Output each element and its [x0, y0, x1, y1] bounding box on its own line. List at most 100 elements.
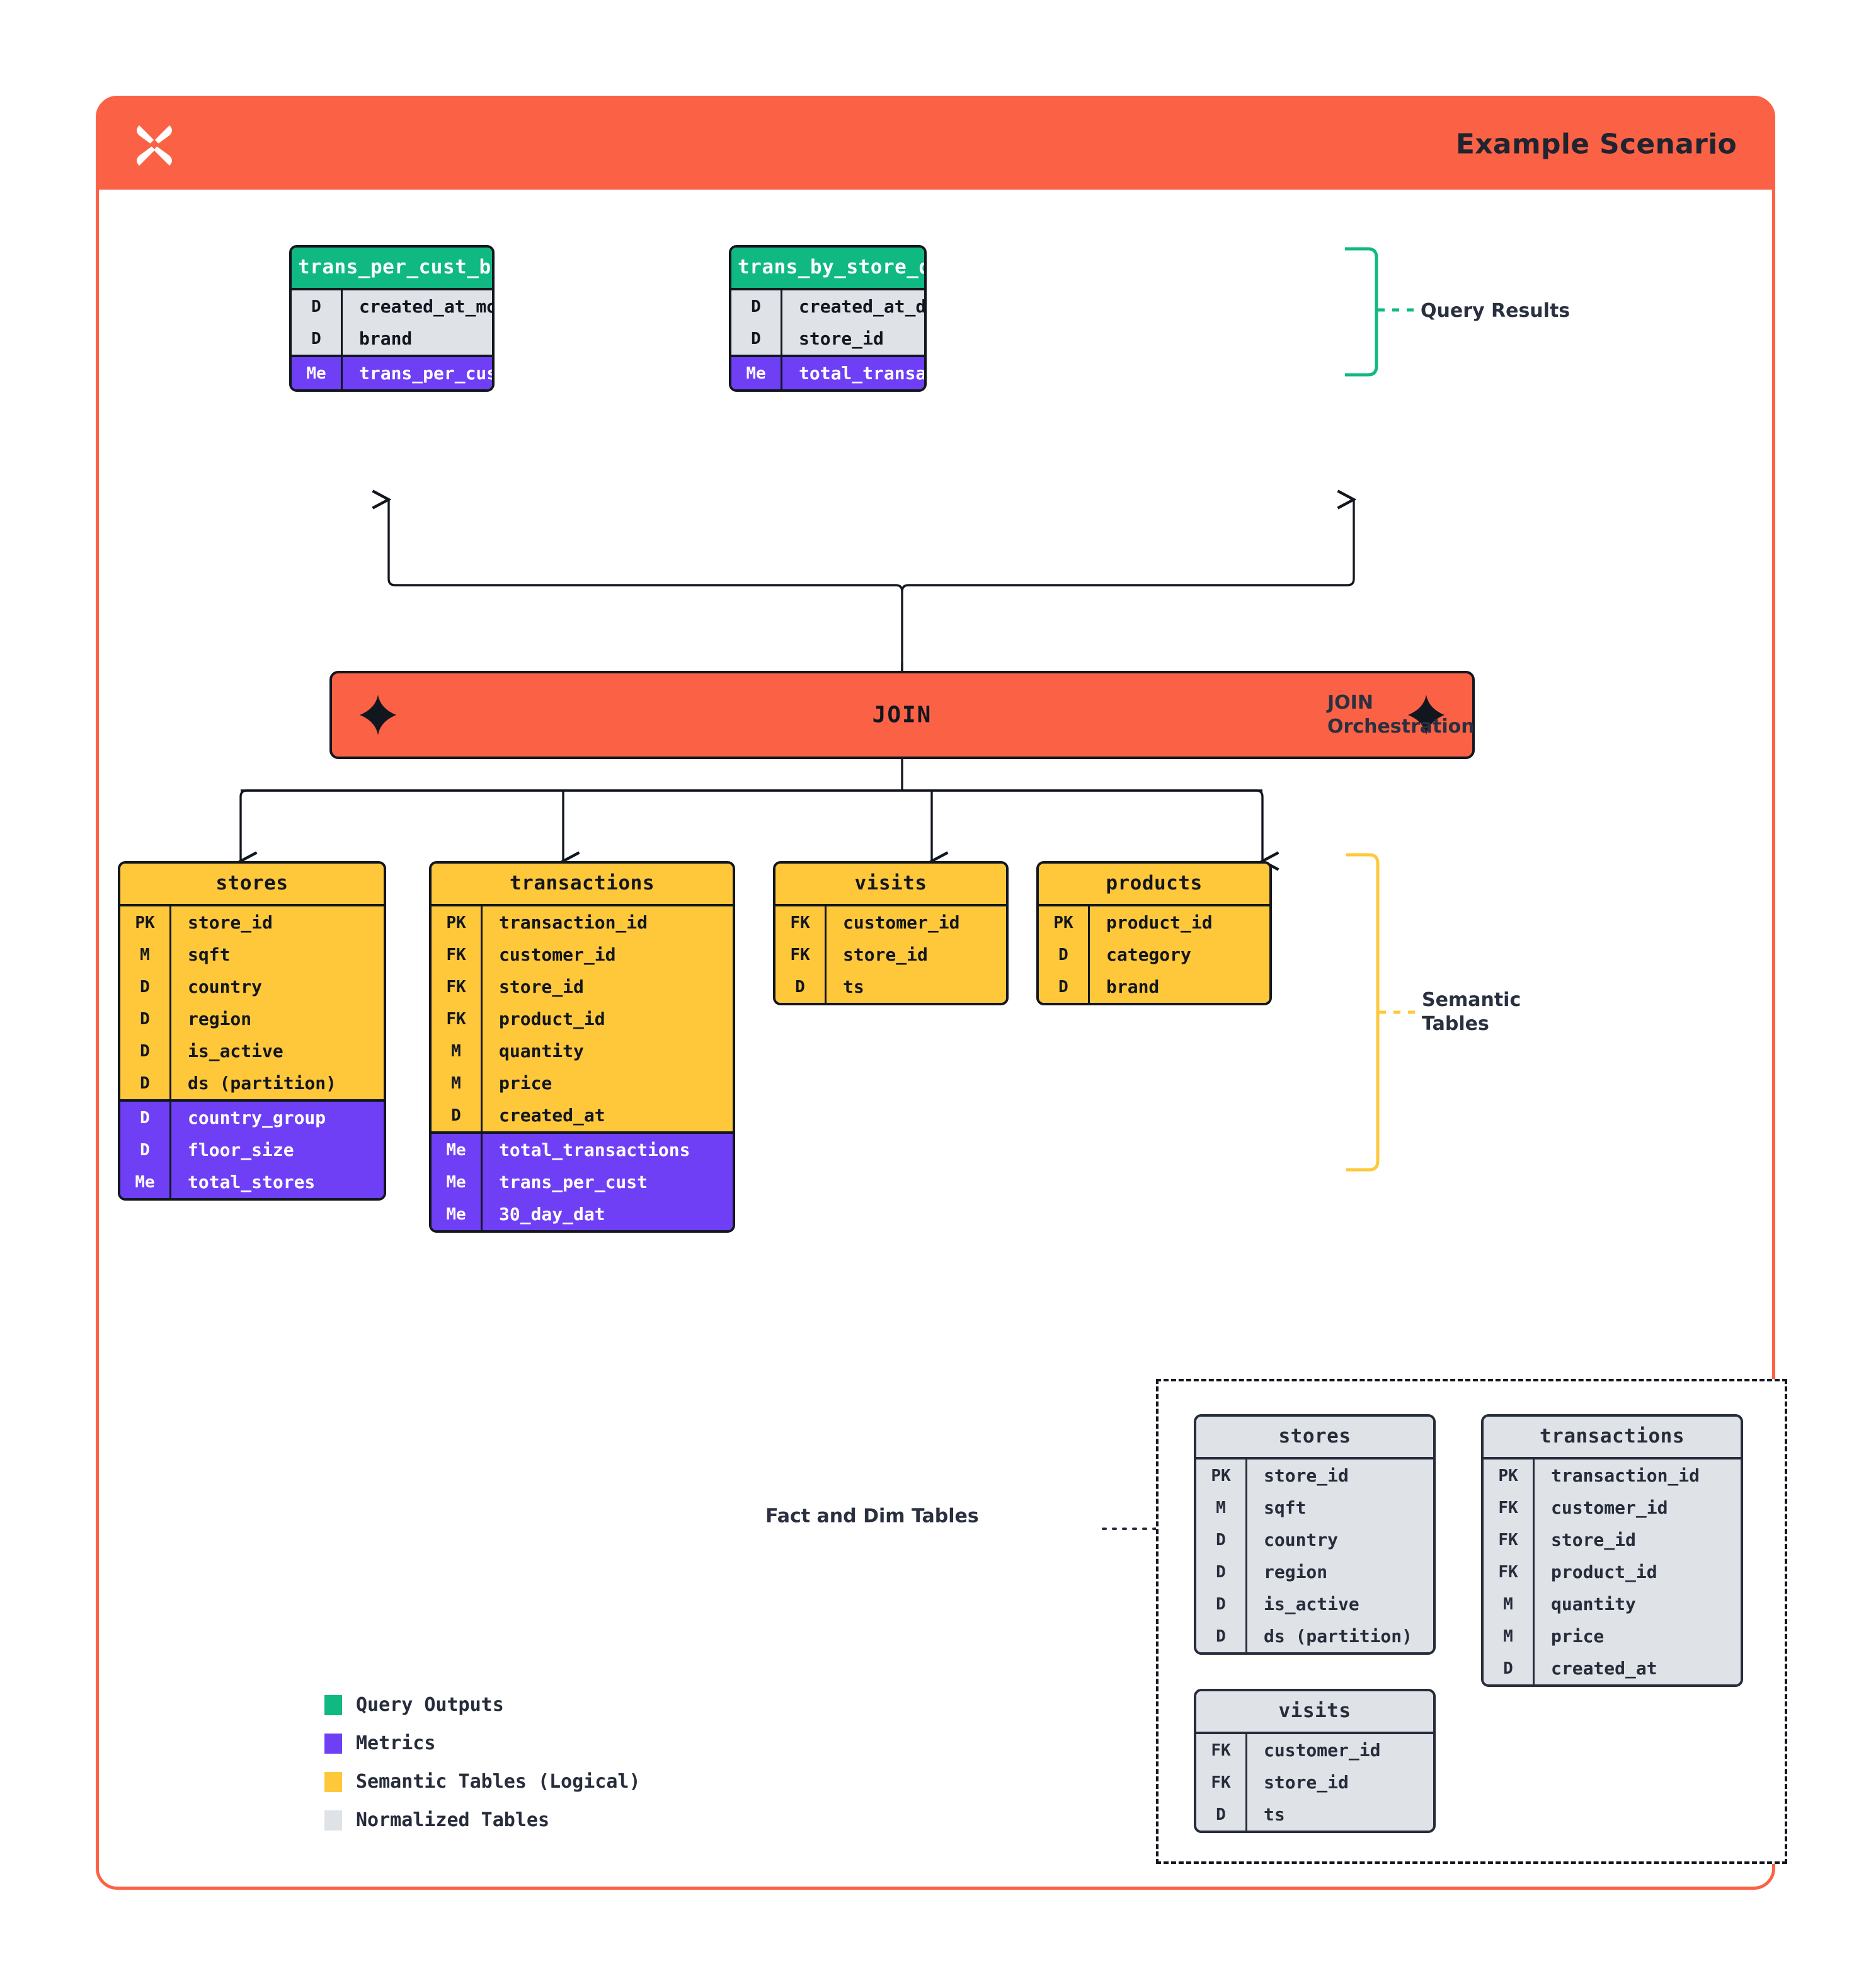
column-name: region [1245, 1556, 1433, 1588]
legend-swatch-semantic-tables [324, 1771, 342, 1792]
column-name: price [1533, 1620, 1741, 1652]
legend-swatch-normalized-tables [324, 1810, 342, 1831]
column-key: FK [446, 1009, 466, 1029]
column-key: D [1216, 1562, 1226, 1582]
column-name: store_id [169, 906, 384, 939]
column-name: ds (partition) [1245, 1620, 1433, 1652]
column-key: PK [1211, 1466, 1231, 1485]
column-name: quantity [481, 1035, 733, 1067]
table-title: trans_by_store_day [731, 248, 924, 288]
column-key: Me [746, 363, 766, 383]
annotation-join-orchestration: JOIN Orchestration [1327, 691, 1475, 738]
column-name: 30_day_dat [481, 1198, 733, 1230]
table-row: PK store_id [120, 906, 384, 939]
column-key: D [311, 297, 321, 316]
table-title: stores [120, 864, 384, 904]
column-key: D [1216, 1626, 1226, 1646]
four-pointed-star-logo-icon [129, 119, 180, 169]
column-key: D [1216, 1530, 1226, 1550]
column-name: created_at [481, 1099, 733, 1131]
table-row: PK store_id [1196, 1460, 1433, 1492]
table-title: products [1039, 864, 1269, 904]
table-title: trans_per_cust_by_brand_month [292, 248, 492, 288]
column-key: Me [446, 1204, 466, 1224]
column-name: ts [825, 971, 1006, 1003]
column-name: customer_id [825, 906, 1006, 939]
table-row: Me total_transactions [731, 357, 924, 389]
legend-label: Query Outputs [356, 1694, 504, 1716]
column-key: D [1216, 1594, 1226, 1614]
metric-group: Me trans_per_cust [292, 355, 492, 389]
join-orchestration-bar[interactable]: JOIN [329, 671, 1475, 759]
table-row: D brand [292, 323, 492, 355]
column-name: sqft [1245, 1492, 1433, 1524]
column-name: ds (partition) [169, 1067, 384, 1099]
query-result-table[interactable]: trans_by_store_day D created_at_day D st… [729, 245, 927, 392]
legend-item: Normalized Tables [324, 1809, 641, 1831]
column-name: country [169, 971, 384, 1003]
column-name: transaction_id [1533, 1460, 1741, 1492]
column-name: sqft [169, 939, 384, 971]
page-title: Example Scenario [1455, 128, 1737, 161]
annotation-semantic-line2: Tables [1422, 1012, 1489, 1035]
column-key: Me [446, 1140, 466, 1160]
column-name: store_id [781, 323, 924, 355]
column-name: region [169, 1003, 384, 1035]
legend-item: Metrics [324, 1732, 641, 1754]
column-key: M [451, 1073, 461, 1093]
column-key: D [140, 1108, 150, 1128]
column-key: FK [790, 913, 810, 932]
table-title: visits [1196, 1691, 1433, 1732]
table-row: D created_at_month [292, 290, 492, 323]
column-key: D [751, 329, 761, 348]
legend-label: Normalized Tables [356, 1809, 550, 1831]
table-row: D created_at_day [731, 290, 924, 323]
column-key: PK [135, 913, 155, 932]
column-key: M [1216, 1498, 1226, 1517]
sparkle-icon [358, 694, 398, 736]
query-result-table[interactable]: trans_per_cust_by_brand_month D created_… [289, 245, 495, 392]
column-key: FK [446, 977, 466, 997]
legend-item: Query Outputs [324, 1694, 641, 1716]
column-name: transaction_id [481, 906, 733, 939]
column-name: product_id [1088, 906, 1269, 939]
annotation-semantic-line1: Semantic [1422, 989, 1521, 1011]
column-key: D [751, 297, 761, 316]
column-name: store_id [1245, 1460, 1433, 1492]
column-name: ts [1245, 1798, 1433, 1831]
